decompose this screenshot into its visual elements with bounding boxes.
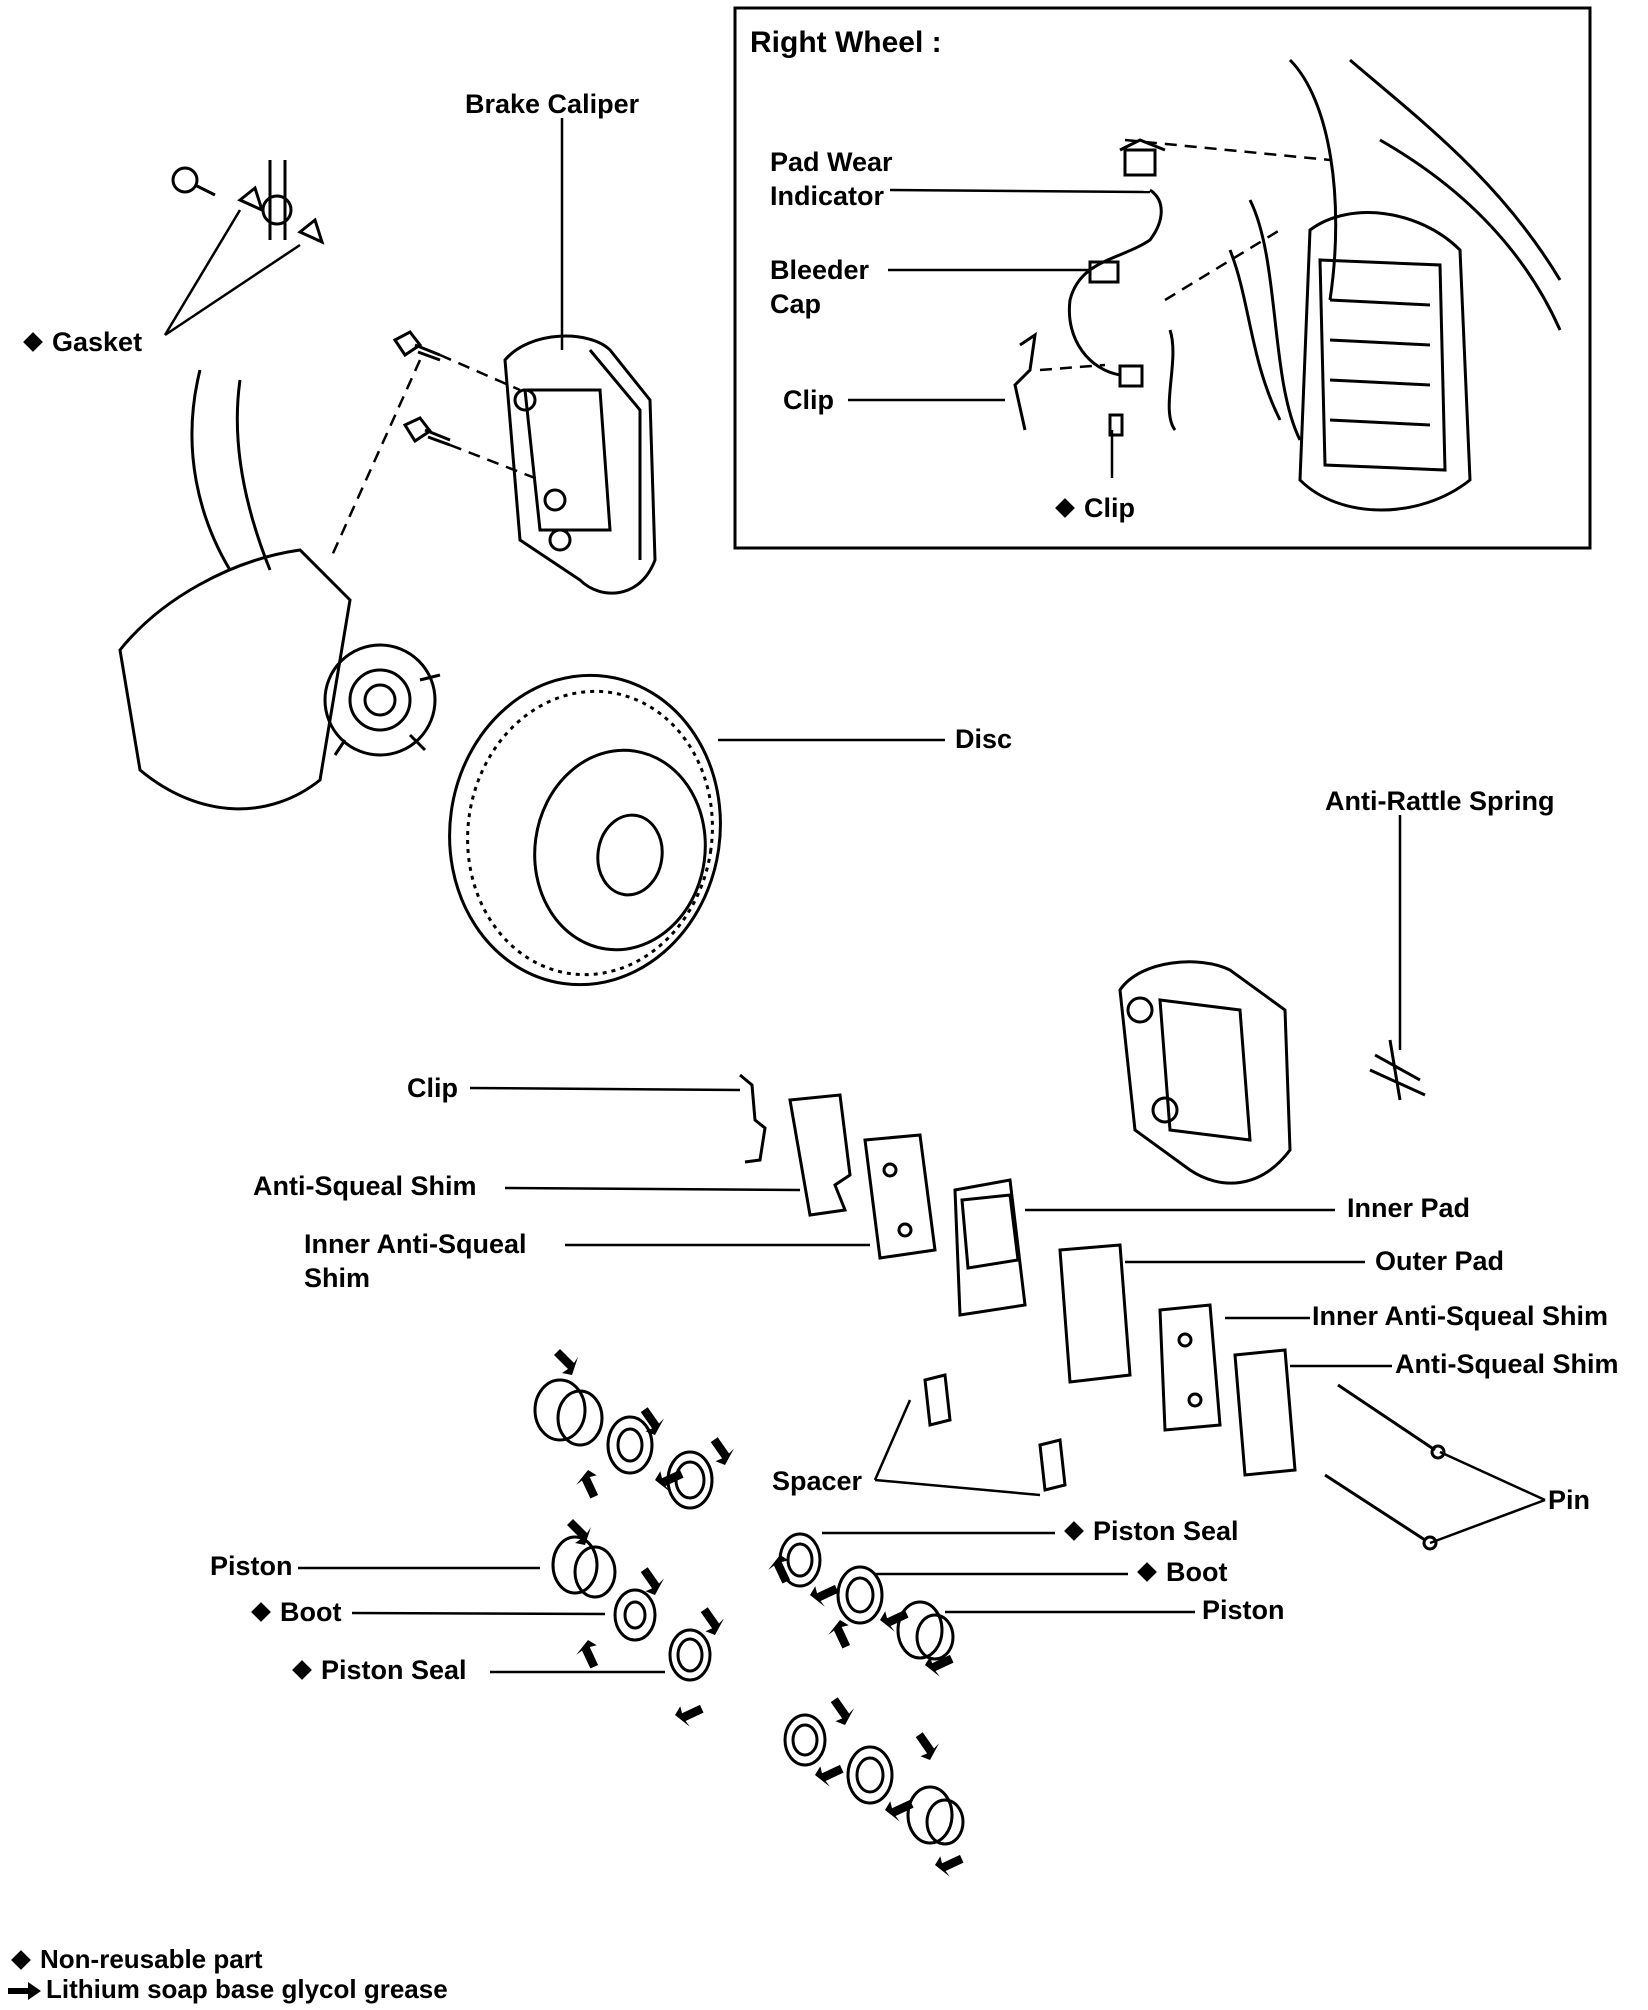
steering-knuckle-hub xyxy=(118,369,441,811)
label-boot-right-text: Boot xyxy=(1166,1557,1228,1587)
label-gasket: Gasket xyxy=(23,326,143,360)
label-outer-pad: Outer Pad xyxy=(1375,1246,1505,1276)
grease-arrow-icon xyxy=(8,1982,41,2001)
label-clip: Clip xyxy=(407,1073,458,1103)
right-wheel-inset-frame xyxy=(733,6,1592,550)
caliper-mounting-bolts xyxy=(392,330,451,447)
label-piston-seal-right-text: Piston Seal xyxy=(1093,1516,1239,1546)
piston-boot-seal-parts xyxy=(533,1378,965,1846)
non-reusable-marker xyxy=(292,1660,312,1681)
label-bleeder-cap: Bleeder Cap xyxy=(770,255,870,319)
non-reusable-marker xyxy=(11,1949,31,1970)
legend-grease: Lithium soap base glycol grease xyxy=(8,1974,448,2005)
brake-caliper-drawing xyxy=(503,334,657,595)
anti-rattle-spring-part xyxy=(1369,1039,1426,1101)
pad-pins xyxy=(1324,1383,1446,1551)
label-piston-seal-right: Piston Seal xyxy=(1064,1515,1239,1549)
label-inset-clip: Clip xyxy=(783,385,834,415)
label-piston-seal-left: Piston Seal xyxy=(292,1654,467,1688)
legend-grease-text: Lithium soap base glycol grease xyxy=(46,1974,448,2004)
label-piston-left: Piston xyxy=(210,1551,293,1581)
label-brake-caliper: Brake Caliper xyxy=(465,89,640,119)
legend-non-reusable-text: Non-reusable part xyxy=(40,1944,263,1974)
label-anti-rattle-spring: Anti-Rattle Spring xyxy=(1325,786,1555,816)
label-inset-clip-nonreusable: Clip xyxy=(1055,492,1135,526)
label-piston-seal-left-text: Piston Seal xyxy=(321,1655,467,1685)
non-reusable-marker xyxy=(1137,1562,1157,1583)
label-spacer: Spacer xyxy=(772,1466,863,1496)
inset-dashed-guides xyxy=(1039,138,1331,372)
pad-wear-indicator-wire xyxy=(1013,138,1177,437)
label-disc: Disc xyxy=(955,724,1013,754)
non-reusable-marker xyxy=(251,1602,271,1623)
label-gasket-text: Gasket xyxy=(52,327,143,357)
gasket-parts xyxy=(171,160,325,245)
label-inner-anti-squeal-shim-left: Inner Anti-Squeal Shim xyxy=(304,1229,527,1293)
label-inner-anti-squeal-shim-right: Inner Anti-Squeal Shim xyxy=(1312,1301,1609,1331)
non-reusable-marker xyxy=(23,332,43,353)
brake-disc xyxy=(448,673,722,987)
label-boot-left: Boot xyxy=(251,1596,342,1630)
label-inner-pad: Inner Pad xyxy=(1347,1193,1471,1223)
label-pad-wear-indicator: Pad Wear Indicator xyxy=(770,147,893,211)
pad-set-parts xyxy=(739,1073,1297,1477)
inset-wheel-assembly xyxy=(1228,58,1562,512)
label-anti-squeal-shim-left: Anti-Squeal Shim xyxy=(253,1171,477,1201)
legend-non-reusable: Non-reusable part xyxy=(11,1944,263,1975)
non-reusable-marker xyxy=(1064,1521,1084,1542)
non-reusable-marker xyxy=(1055,498,1075,519)
label-inset-clip-nonreusable-text: Clip xyxy=(1084,493,1135,523)
label-boot-right: Boot xyxy=(1137,1556,1228,1590)
label-piston-right: Piston xyxy=(1202,1595,1285,1625)
inset-title: Right Wheel : xyxy=(750,26,942,59)
leader-lines xyxy=(163,118,1546,1674)
label-boot-left-text: Boot xyxy=(280,1597,342,1627)
caliper-body-exploded xyxy=(1118,960,1292,1185)
label-pin: Pin xyxy=(1548,1485,1591,1515)
spacer-parts xyxy=(923,1373,1067,1492)
label-anti-squeal-shim-right: Anti-Squeal Shim xyxy=(1395,1349,1619,1379)
caliper-dashed-guides xyxy=(328,353,541,561)
